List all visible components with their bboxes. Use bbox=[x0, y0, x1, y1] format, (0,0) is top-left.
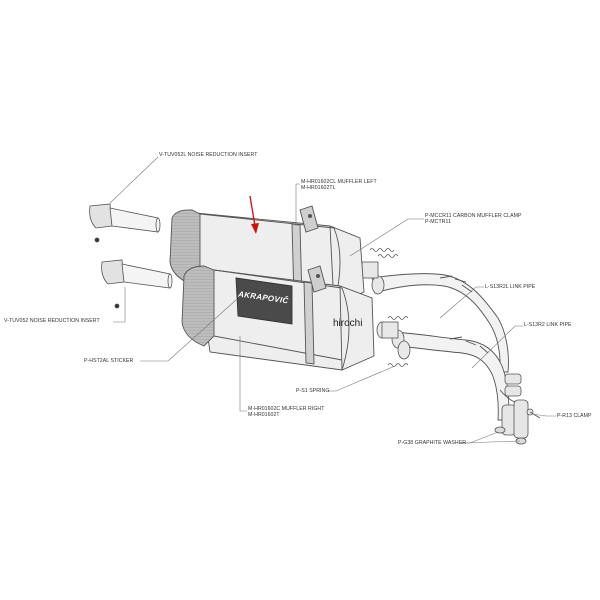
label-r13-clamp: P-R13 CLAMP bbox=[557, 413, 592, 419]
red-arrow-icon bbox=[249, 195, 259, 234]
label-link-pipe-left: L-S13R2L LINK PIPE bbox=[485, 284, 536, 290]
label-carbon-clamp-line2: P-MCTR11 bbox=[425, 219, 451, 226]
label-muffler-right: M-HR01602C MUFFLER RIGHT M-HR01602T bbox=[248, 406, 324, 419]
r13-clamp-icon bbox=[501, 373, 541, 439]
label-carbon-clamp: P-MCCR11 CARBON MUFFLER CLAMP P-MCTR11 bbox=[425, 213, 521, 226]
leader-lines bbox=[109, 156, 556, 444]
label-link-pipe-right: L-S13R2 LINK PIPE bbox=[524, 322, 572, 328]
label-muffler-right-line1: M-HR01602C MUFFLER RIGHT bbox=[248, 406, 325, 412]
label-sticker: P-HST2AL STICKER bbox=[84, 358, 134, 364]
label-graphite-washer: P-G38 GRAPHITE WASHER bbox=[398, 440, 467, 446]
label-muffler-left-line2: M-HR01602TL bbox=[301, 185, 336, 192]
label-noise-insert-right: V-TUV052 NOISE REDUCTION INSERT bbox=[4, 318, 100, 324]
noise-insert-left-icon bbox=[89, 203, 161, 243]
label-muffler-left-line1: M-HR01602CL MUFFLER LEFT bbox=[301, 179, 377, 185]
link-pipe-right bbox=[394, 331, 516, 421]
label-carbon-clamp-line1: P-MCCR11 CARBON MUFFLER CLAMP bbox=[425, 213, 522, 219]
link-pipe-joints bbox=[356, 261, 411, 360]
label-muffler-left: M-HR01602CL MUFFLER LEFT M-HR01602TL bbox=[301, 179, 377, 192]
spring-icon bbox=[369, 248, 409, 367]
label-muffler-right-line2: M-HR01602T bbox=[248, 412, 280, 419]
watermark: hirochi bbox=[333, 318, 363, 329]
noise-insert-right-icon bbox=[101, 259, 173, 309]
muffler-right bbox=[181, 265, 375, 371]
label-spring: P-S1 SPRING bbox=[296, 388, 330, 394]
label-noise-insert-left: V-TUV052L NOISE REDUCTION INSERT bbox=[159, 152, 258, 158]
